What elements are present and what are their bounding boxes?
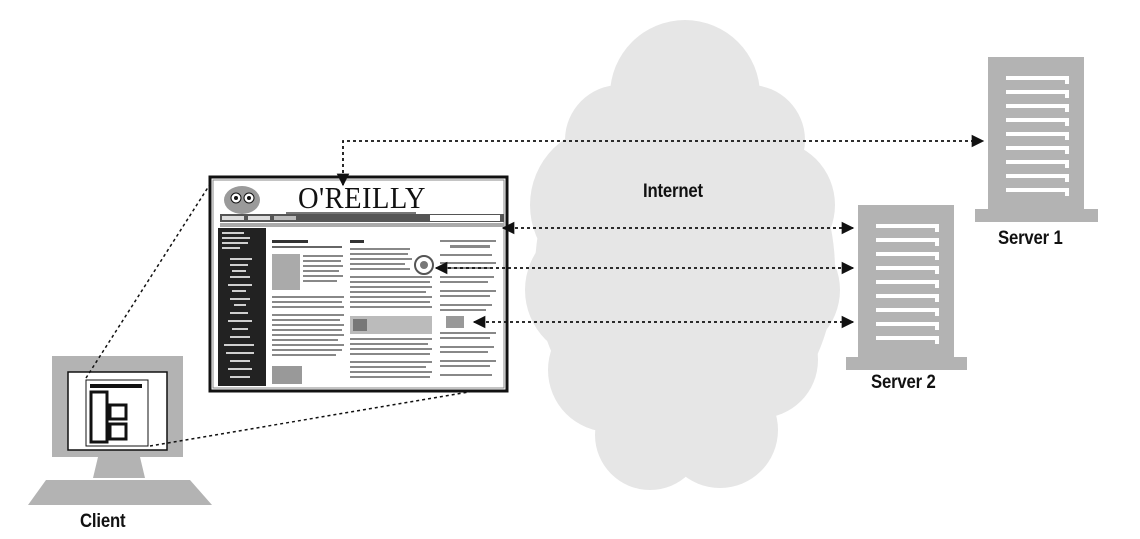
- connection-page-server1: [336, 134, 985, 187]
- webpage-logo-text: O'REILLY: [298, 180, 426, 215]
- webpage-screenshot: [208, 175, 509, 393]
- internet-label: Internet: [643, 181, 703, 202]
- cloud-icon: [525, 20, 840, 490]
- server-1-label: Server 1: [998, 228, 1063, 249]
- server-2-label: Server 2: [871, 372, 936, 393]
- tarsier-logo-icon: [224, 186, 260, 214]
- server-2-icon: [846, 205, 967, 370]
- client-monitor-icon: [28, 356, 212, 505]
- client-label: Client: [80, 511, 126, 532]
- connections: [336, 134, 985, 329]
- server-1-icon: [975, 57, 1098, 222]
